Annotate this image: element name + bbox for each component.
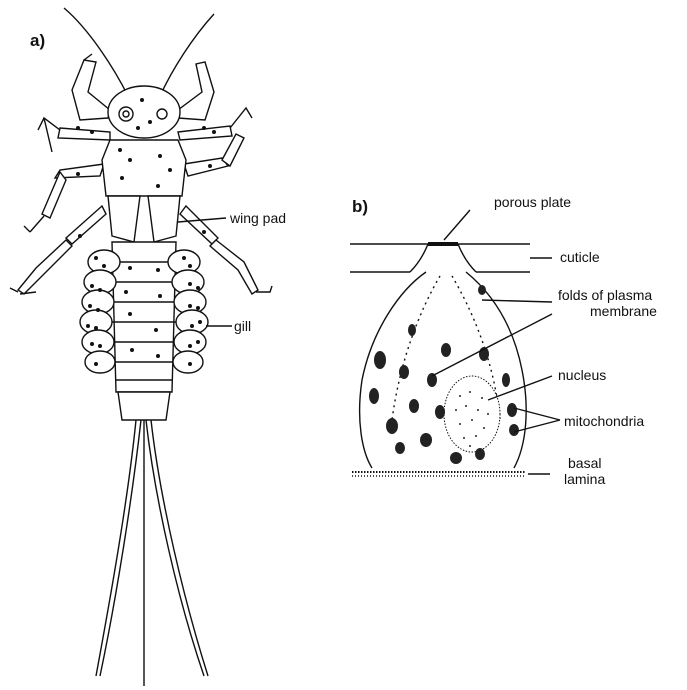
panel-b-label: b) [352,197,368,216]
label-mitochondria: mitochondria [564,413,644,429]
label-porous-plate: porous plate [494,194,571,210]
label-folds-of-plasma: folds of plasma [558,287,652,303]
label-wing-pad: wing pad [229,210,286,226]
right-front-leg [178,62,214,120]
left-antenna [64,8,128,96]
left-hind-leg [66,206,106,244]
panel-a-label: a) [30,31,45,50]
right-hind-leg [180,206,218,244]
terminal-segment [118,392,170,420]
right-cercus [146,420,204,676]
label-cuticle: cuticle [560,249,600,265]
larva-drawing [10,8,272,686]
label-membrane: membrane [590,303,657,319]
right-middle-leg [184,158,228,176]
left-cercus [96,420,136,676]
left-front-leg [72,60,110,120]
porous-plate-leader [444,210,470,240]
thorax [102,140,186,196]
nucleus-leader [488,376,552,400]
panel-a: a) [10,8,286,686]
nucleus [444,376,500,452]
folds-leader-2 [432,314,552,376]
panel-b: b) [350,194,657,487]
mitochondria-group [369,285,519,464]
folds-leader-1 [482,300,552,302]
label-nucleus: nucleus [558,367,606,383]
wing-pad-left [108,196,140,242]
label-gill: gill [234,318,251,334]
wing-pad-right [148,196,180,242]
mitochondria-leader [514,408,560,432]
label-lamina: lamina [564,471,605,487]
abdomen [112,242,176,392]
label-basal: basal [568,455,601,471]
